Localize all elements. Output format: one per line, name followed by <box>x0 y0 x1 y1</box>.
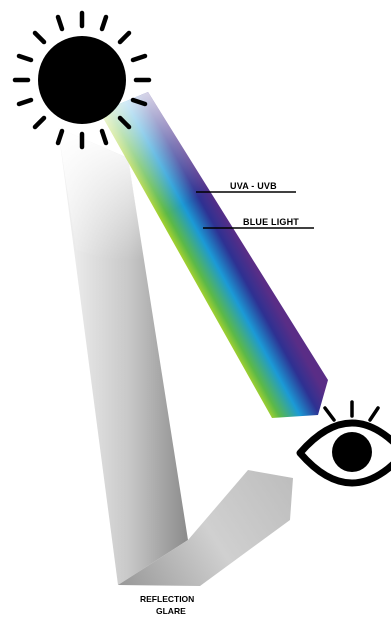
blue-light-text: BLUE LIGHT <box>243 217 299 227</box>
eye-pupil <box>332 432 372 472</box>
eye-lashes <box>325 402 378 420</box>
label-uva-uvb: UVA - UVB <box>196 181 296 192</box>
glare-text: GLARE <box>156 606 186 616</box>
sun-disc <box>38 36 126 124</box>
uva-uvb-text: UVA - UVB <box>230 181 277 191</box>
sun-icon <box>15 13 149 147</box>
reflection-text: REFLECTION <box>140 594 194 604</box>
label-reflection-glare: REFLECTION GLARE <box>140 594 194 616</box>
